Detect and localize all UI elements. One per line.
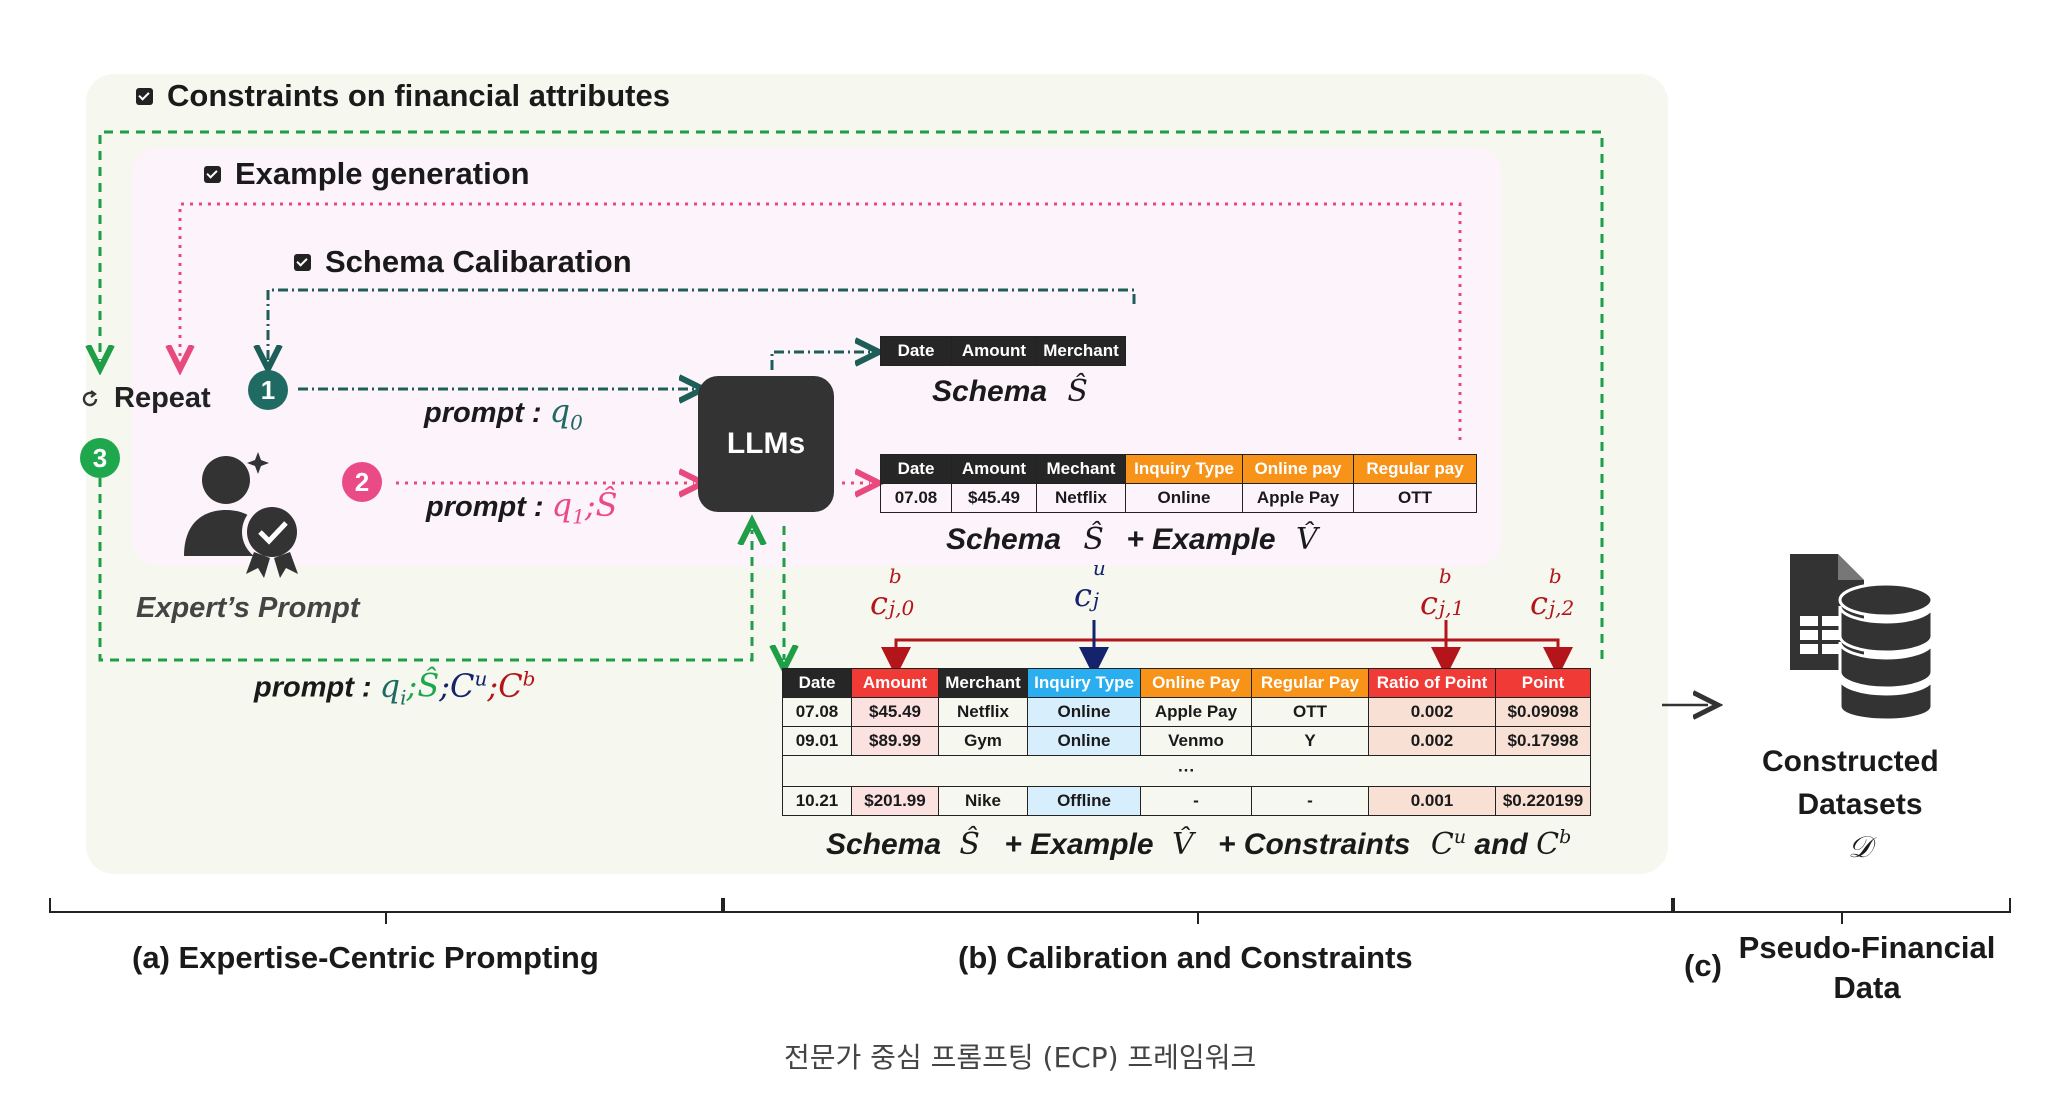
step-badge-1: 1 (248, 370, 288, 410)
checkbox-icon (294, 253, 311, 271)
prompt-1: prompt : q0 (424, 392, 583, 435)
pink-loop (180, 202, 1462, 440)
heading-schema-calibration: Schema Calibaration (294, 244, 632, 280)
repeat-label: Repeat (80, 382, 211, 415)
schema-header-date: Date (880, 336, 952, 366)
section-label-c-prefix: (c) (1684, 948, 1722, 983)
expert-prompt-label: Expert’s Prompt (136, 592, 360, 624)
schema-table: Date Amount Merchant (880, 336, 1126, 366)
red-bracket (894, 638, 1560, 660)
table-row: 07.08 $45.49 Netflix Online Apple Pay OT… (880, 483, 1477, 513)
section-label-c: Pseudo-Financial Data (1738, 930, 1996, 1005)
heading-constraints: Constraints on financial attributes (136, 78, 670, 114)
section-label-b: (b) Calibration and Constraints (958, 940, 1413, 975)
checkbox-icon (136, 87, 153, 105)
green-loop-top (100, 130, 1604, 659)
constraints-table: Date Amount Merchant Inquiry Type Online… (782, 668, 1591, 816)
schema-header-amount: Amount (951, 336, 1037, 366)
database-icon (1790, 554, 1934, 722)
prompt-2: prompt : q1;Ŝ (426, 486, 618, 529)
section-label-a: (a) Expertise-Centric Prompting (132, 940, 599, 975)
datasets-label: Constructed Datasets 𝒟 (1762, 745, 1939, 865)
teal-loop (268, 288, 1136, 360)
prompt-3: prompt : qi;Ŝ;Cu;Cb (254, 666, 536, 710)
expert-user-icon (184, 452, 302, 578)
caption-constraints: Schema Ŝ + Example V̂ + Constraints Cu a… (826, 826, 1572, 862)
green-loop-bottom (98, 478, 752, 662)
table-row: 09.01 $89.99 Gym Online Venmo Y 0.002 $0… (782, 726, 1591, 756)
brace-c (1673, 898, 2011, 924)
table-row: 10.21 $201.99 Nike Offline - - 0.001 $0.… (782, 786, 1591, 816)
caption-schema: Schema Ŝ (932, 374, 1088, 409)
table-row: 07.08 $45.49 Netflix Online Apple Pay OT… (782, 697, 1591, 727)
checkbox-icon (204, 165, 221, 183)
heading-example-generation: Example generation (204, 156, 530, 192)
brace-b (723, 898, 1673, 924)
schema-header-merchant: Merchant (1036, 336, 1126, 366)
step-badge-3: 3 (80, 438, 120, 478)
table-row-ellipsis: ··· (782, 755, 1591, 787)
caption-schema-example: Schema Ŝ + Example V̂ (946, 522, 1318, 557)
llm-box: LLMs (698, 376, 834, 512)
brace-a (49, 898, 723, 924)
figure-caption: 전문가 중심 프롬프팅 (ECP) 프레임워크 (784, 1041, 1257, 1074)
step-badge-2: 2 (342, 462, 382, 502)
refresh-icon (82, 389, 98, 406)
example-table: Date Amount Mechant Inquiry Type Online … (880, 454, 1477, 513)
teal-llm-out (770, 352, 870, 370)
